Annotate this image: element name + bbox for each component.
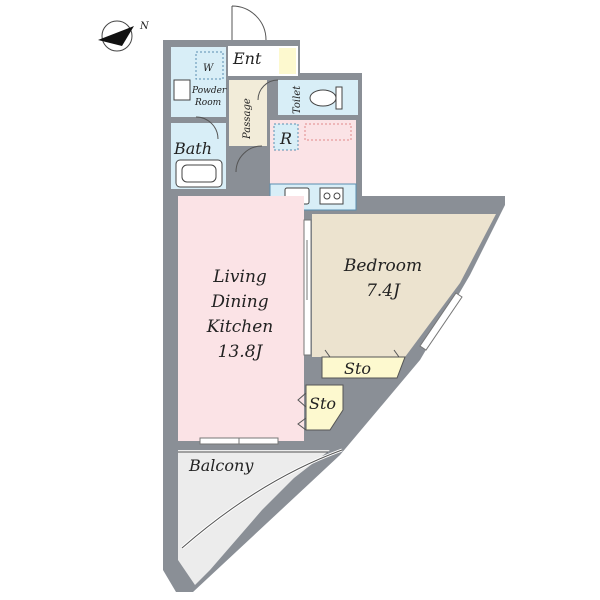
label-bath: Bath [173, 139, 212, 158]
label-washer: W [203, 63, 214, 74]
label-balcony: Balcony [188, 456, 254, 475]
label-ldk-storage: Sto [309, 394, 336, 413]
label-ent: Ent [232, 49, 262, 68]
compass-ring [101, 20, 133, 52]
shoe-cabinet [279, 48, 296, 74]
ldk-floor [178, 196, 304, 441]
overhead-cabinet [304, 123, 352, 141]
bedroom-floor [312, 214, 496, 357]
label-passage: Passage [242, 98, 253, 140]
compass: N [98, 20, 150, 52]
compass-arrow-icon [98, 26, 134, 46]
toilet-tank-icon [335, 86, 343, 110]
label-toilet: Toilet [292, 85, 303, 114]
balcony-floor [178, 450, 330, 585]
bedroom-window [419, 292, 463, 351]
basin-icon [173, 79, 191, 101]
toilet-door-icon [257, 79, 279, 101]
label-bedroom-storage: Sto [344, 359, 371, 378]
washer-space [195, 51, 224, 80]
powder-door-icon [195, 116, 219, 140]
label-ldk-3: Kitchen [206, 317, 273, 337]
entrance-door-icon [231, 5, 267, 41]
burner-icon [323, 192, 331, 200]
ldk-floor-joint [270, 209, 304, 213]
bathtub-inner [181, 164, 217, 183]
ldk-door-icon [235, 145, 263, 173]
toilet-bowl-icon [309, 89, 337, 107]
storage-door-icon [297, 392, 307, 408]
compass-north-label: N [139, 21, 150, 32]
storage-door-icon [324, 349, 400, 358]
label-refrigerator: R [279, 129, 292, 148]
bathtub-icon [175, 159, 223, 188]
stove-icon [319, 187, 344, 205]
burner-icon [333, 192, 341, 200]
label-ldk-size: 13.8J [218, 342, 264, 362]
label-bedroom: Bedroom [343, 256, 422, 276]
label-bedroom-size: 7.4J [366, 281, 401, 301]
label-powder-room-1: Powder [191, 86, 227, 96]
label-ldk-1: Living [212, 267, 267, 287]
storage-door-icon [297, 417, 307, 431]
ldk-storage [305, 384, 344, 431]
label-powder-room-2: Room [194, 98, 221, 108]
balcony-curve-line [181, 449, 343, 549]
label-ldk-2: Dining [210, 292, 268, 312]
bedroom-storage [321, 356, 406, 379]
refrigerator-space [273, 123, 299, 151]
passage-floor [229, 80, 267, 146]
